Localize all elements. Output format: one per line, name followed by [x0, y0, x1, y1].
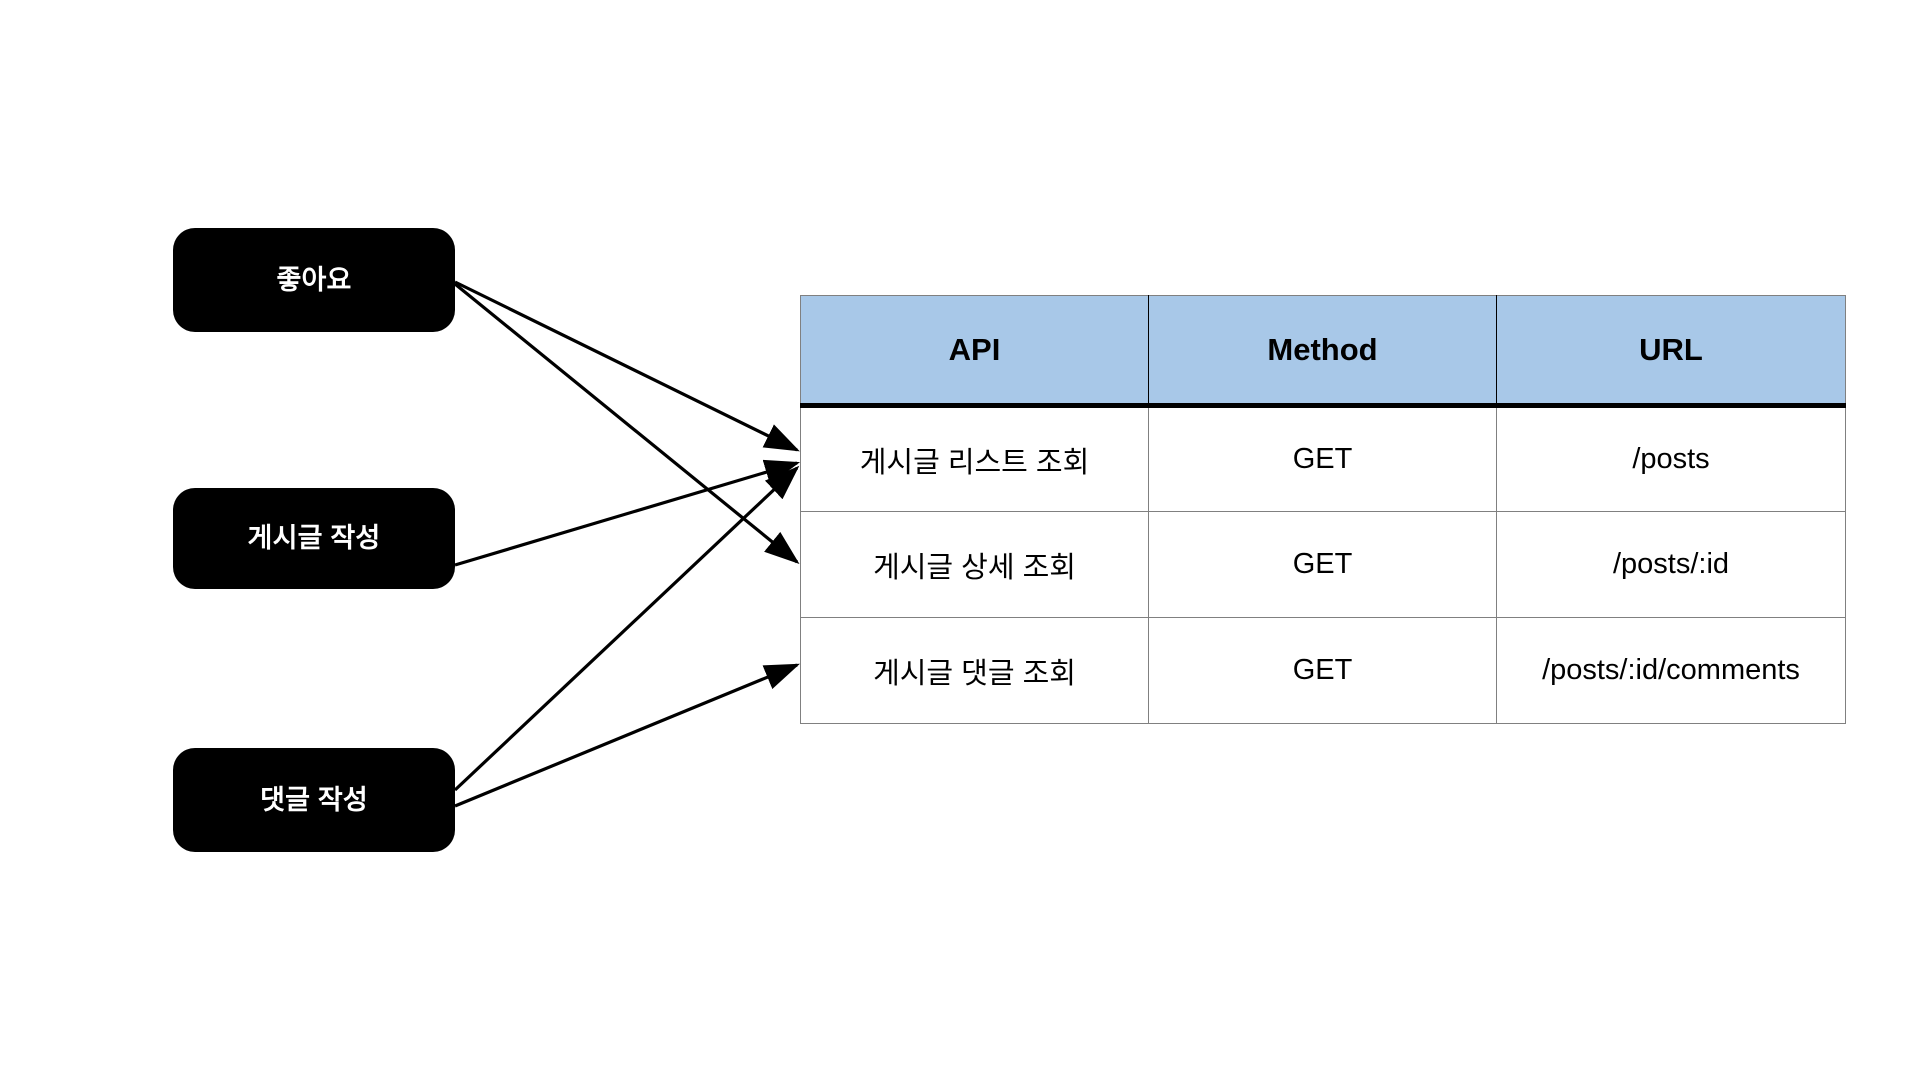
actor-box-write-comment[interactable]: 댓글 작성 [173, 748, 455, 852]
column-header-api: API [800, 295, 1149, 408]
cell-method: GET [1148, 405, 1497, 512]
cell-api: 게시글 상세 조회 [800, 511, 1149, 618]
cell-url: /posts/:id/comments [1496, 617, 1846, 724]
arrow-like-to-row-0 [454, 280, 800, 452]
arrow-write-comment-to-row-2 [454, 663, 800, 808]
arrow-write-comment-to-row-0 [453, 465, 800, 792]
arrow-write-post-to-row-0 [454, 459, 801, 567]
cell-url: /posts/:id [1496, 511, 1846, 618]
actor-box-like[interactable]: 좋아요 [173, 228, 455, 332]
cell-api: 게시글 리스트 조회 [800, 405, 1149, 512]
table-header: API Method URL [800, 295, 1846, 408]
cell-api: 게시글 댓글 조회 [800, 617, 1149, 724]
actor-label: 댓글 작성 [260, 784, 368, 815]
column-header-url: URL [1496, 295, 1846, 408]
cell-method: GET [1148, 617, 1497, 724]
table-header-row: API Method URL [800, 295, 1846, 408]
actor-box-write-post[interactable]: 게시글 작성 [173, 488, 455, 589]
actor-label: 게시글 작성 [247, 523, 381, 553]
actor-label: 좋아요 [276, 264, 352, 295]
arrow-like-to-row-1 [453, 282, 800, 565]
cell-url: /posts [1496, 405, 1846, 512]
cell-method: GET [1148, 511, 1497, 618]
column-header-method: Method [1148, 295, 1497, 408]
